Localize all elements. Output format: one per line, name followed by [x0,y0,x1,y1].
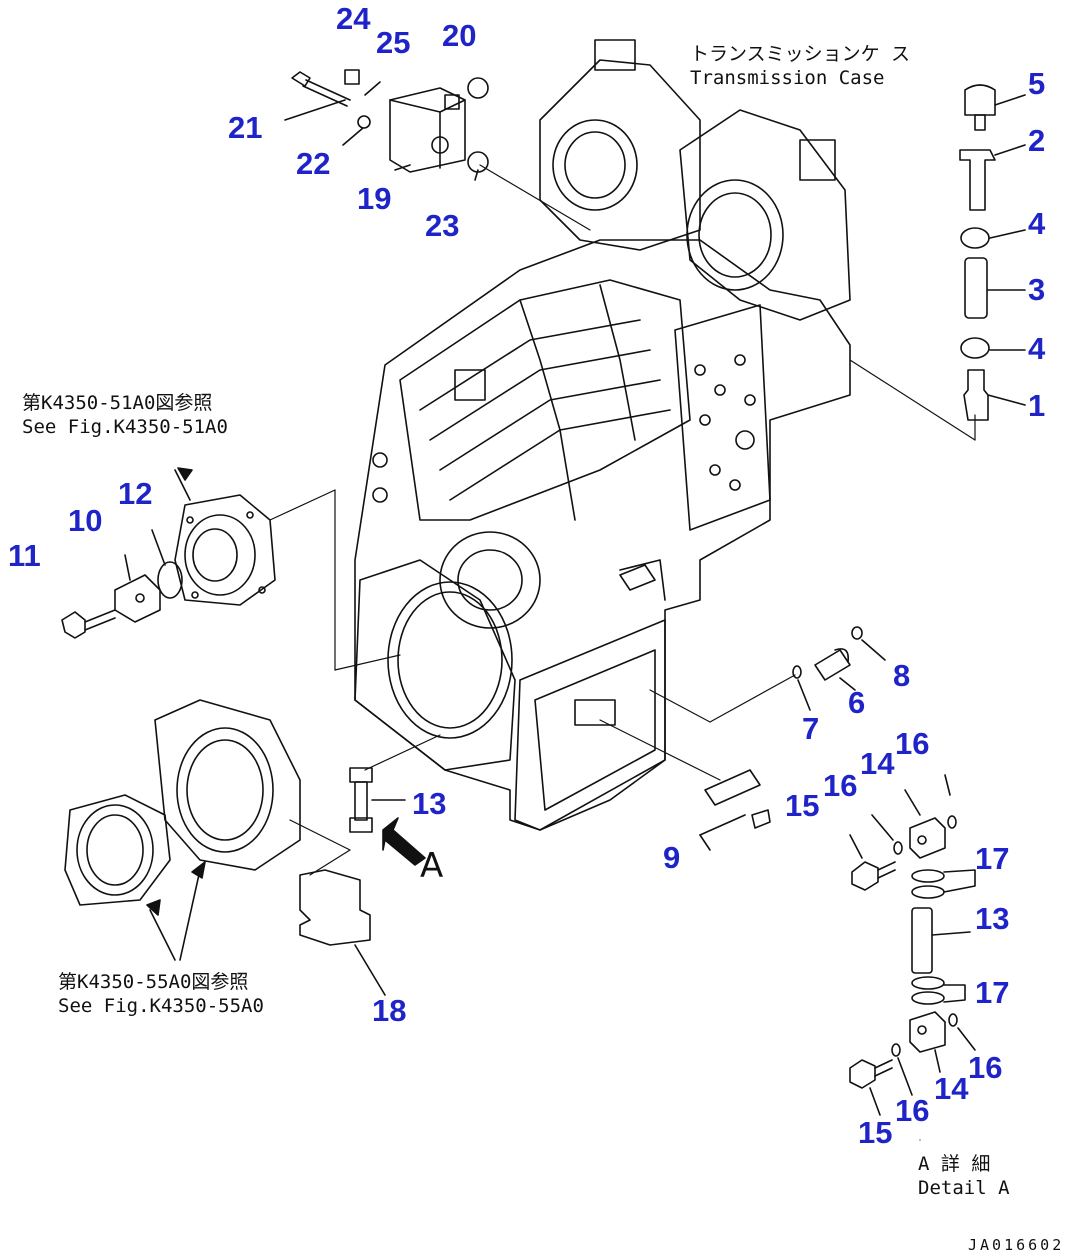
leader-lines [269,164,976,1141]
callout-13-detail: 13 [975,901,1010,936]
callout-15-lower: 15 [858,1115,893,1150]
callout-13-case: 13 [412,786,447,821]
detail-a-label-en: Detail A [918,1177,1010,1199]
callout-4-lower: 4 [1028,331,1046,366]
callout-21: 21 [228,110,263,145]
solenoid-assembly [284,69,489,181]
callout-6: 6 [848,685,866,720]
transmission-case-label-jp: トランスミッションケ ス [690,43,911,65]
transmission-case-label-en: Transmission Case [690,67,885,89]
lower-left-housings [64,467,386,996]
detail-a-label-jp: A 詳 細 [918,1153,991,1175]
reference-note-55a0: 第K4350-55A0図参照 See Fig.K4350-55A0 [58,970,264,1018]
callout-18: 18 [372,993,407,1028]
view-arrow-letter: A [420,846,444,886]
drawing-code: JA016602 [968,1236,1065,1254]
reference-note-55a0-en: See Fig.K4350-55A0 [58,995,264,1017]
callout-19: 19 [357,181,392,216]
callout-15-upper: 15 [785,788,820,823]
callout-4-upper: 4 [1028,206,1046,241]
callout-25: 25 [376,25,411,60]
callout-1: 1 [1028,388,1046,423]
reference-note-51a0: 第K4350-51A0図参照 See Fig.K4350-51A0 [22,391,228,439]
callout-5: 5 [1028,66,1046,101]
callout-8: 8 [893,658,911,693]
callout-16-b: 16 [823,768,858,803]
detail-a-assembly [849,774,976,1116]
callout-16-c: 16 [968,1050,1003,1085]
reference-note-51a0-jp: 第K4350-51A0図参照 [22,392,213,414]
callout-24: 24 [336,1,371,36]
callout-16-a: 16 [895,726,930,761]
sensor-assembly [959,84,1026,421]
callout-22: 22 [296,146,331,181]
callout-16-d: 16 [895,1093,930,1128]
case-pipe-and-view-arrow [349,767,426,866]
bearing-cover-assembly [61,469,276,639]
callout-20: 20 [442,18,477,53]
reference-note-55a0-jp: 第K4350-55A0図参照 [58,971,249,993]
detail-a-label: A 詳 細 Detail A [918,1152,1010,1200]
callout-12: 12 [118,476,153,511]
callout-11: 11 [8,538,41,573]
transmission-case-label: トランスミッションケ ス Transmission Case [690,42,910,90]
callout-3: 3 [1028,272,1046,307]
callout-2: 2 [1028,123,1046,158]
reference-note-51a0-en: See Fig.K4350-51A0 [22,416,228,438]
callout-10: 10 [68,503,103,538]
transmission-case [354,39,851,831]
callout-7: 7 [802,711,820,746]
callout-9: 9 [663,840,681,875]
callout-17-lower: 17 [975,975,1010,1010]
plug-and-nameplate [699,626,886,851]
callout-23: 23 [425,208,460,243]
callout-17-upper: 17 [975,841,1010,876]
callout-14-lower: 14 [934,1071,969,1106]
callout-14-upper: 14 [860,746,895,781]
